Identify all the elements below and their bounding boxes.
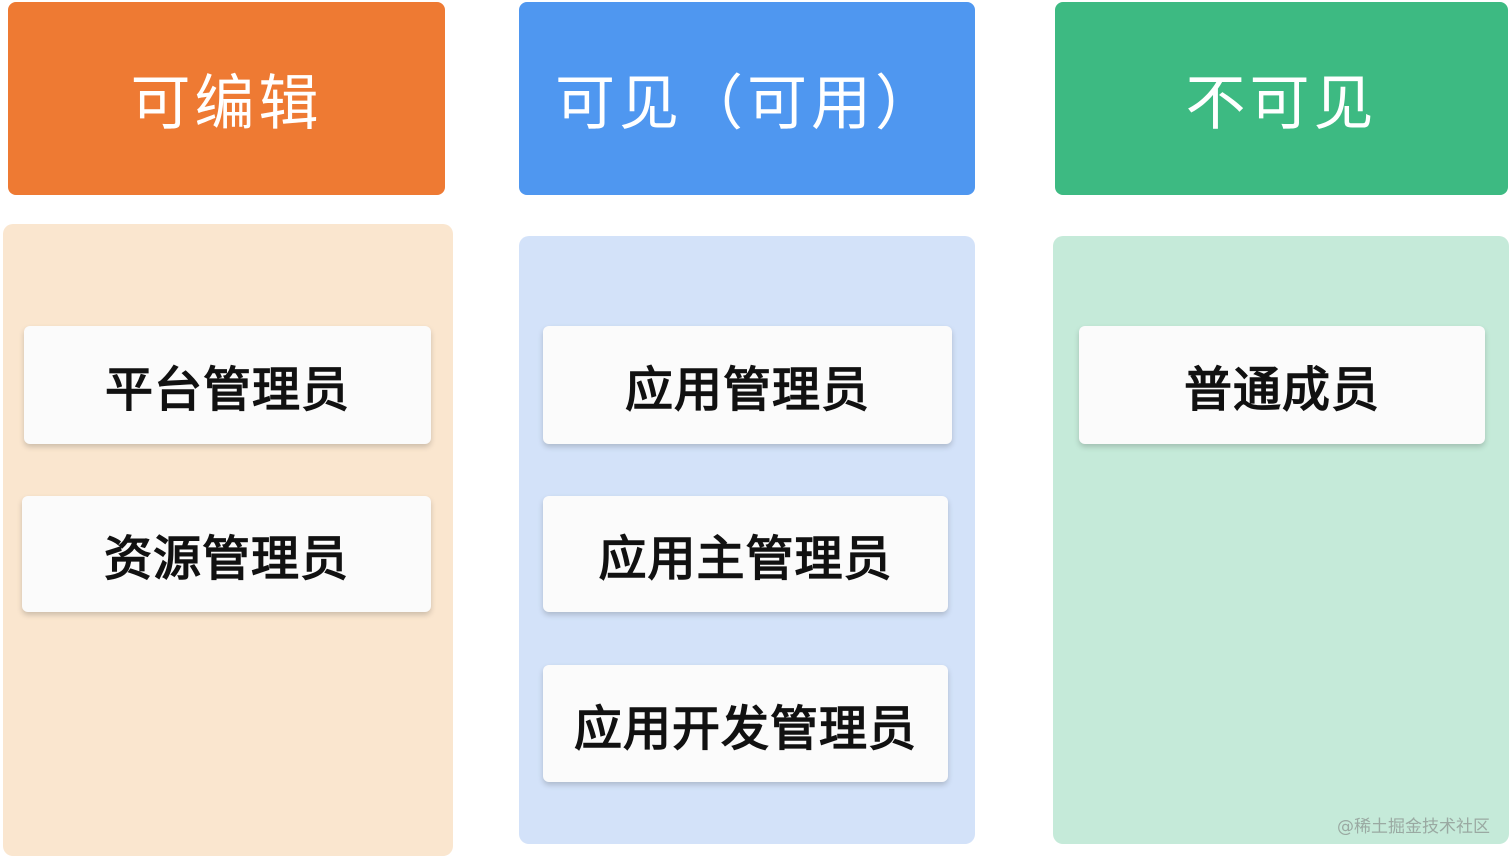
role-card-app-admin: 应用管理员 [543, 326, 952, 444]
column-header-invisible: 不可见 [1055, 2, 1508, 195]
column-title: 可见（可用） [555, 69, 939, 139]
role-card-resource-admin: 资源管理员 [22, 496, 431, 612]
role-label: 平台管理员 [104, 362, 350, 418]
role-label: 资源管理员 [103, 531, 349, 587]
column-header-visible: 可见（可用） [519, 2, 975, 195]
role-card-platform-admin: 平台管理员 [24, 326, 431, 444]
role-card-app-main-admin: 应用主管理员 [543, 496, 948, 612]
role-card-regular-member: 普通成员 [1079, 326, 1485, 444]
column-title: 不可见 [1185, 69, 1378, 139]
role-label: 应用开发管理员 [573, 700, 917, 757]
column-title: 可编辑 [130, 69, 323, 139]
role-card-app-dev-admin: 应用开发管理员 [543, 665, 948, 782]
watermark: @稀土掘金技术社区 [1337, 817, 1490, 837]
column-header-editable: 可编辑 [8, 2, 445, 195]
role-label: 普通成员 [1183, 362, 1380, 418]
role-label: 应用主管理员 [598, 531, 893, 587]
role-label: 应用管理员 [624, 362, 870, 418]
